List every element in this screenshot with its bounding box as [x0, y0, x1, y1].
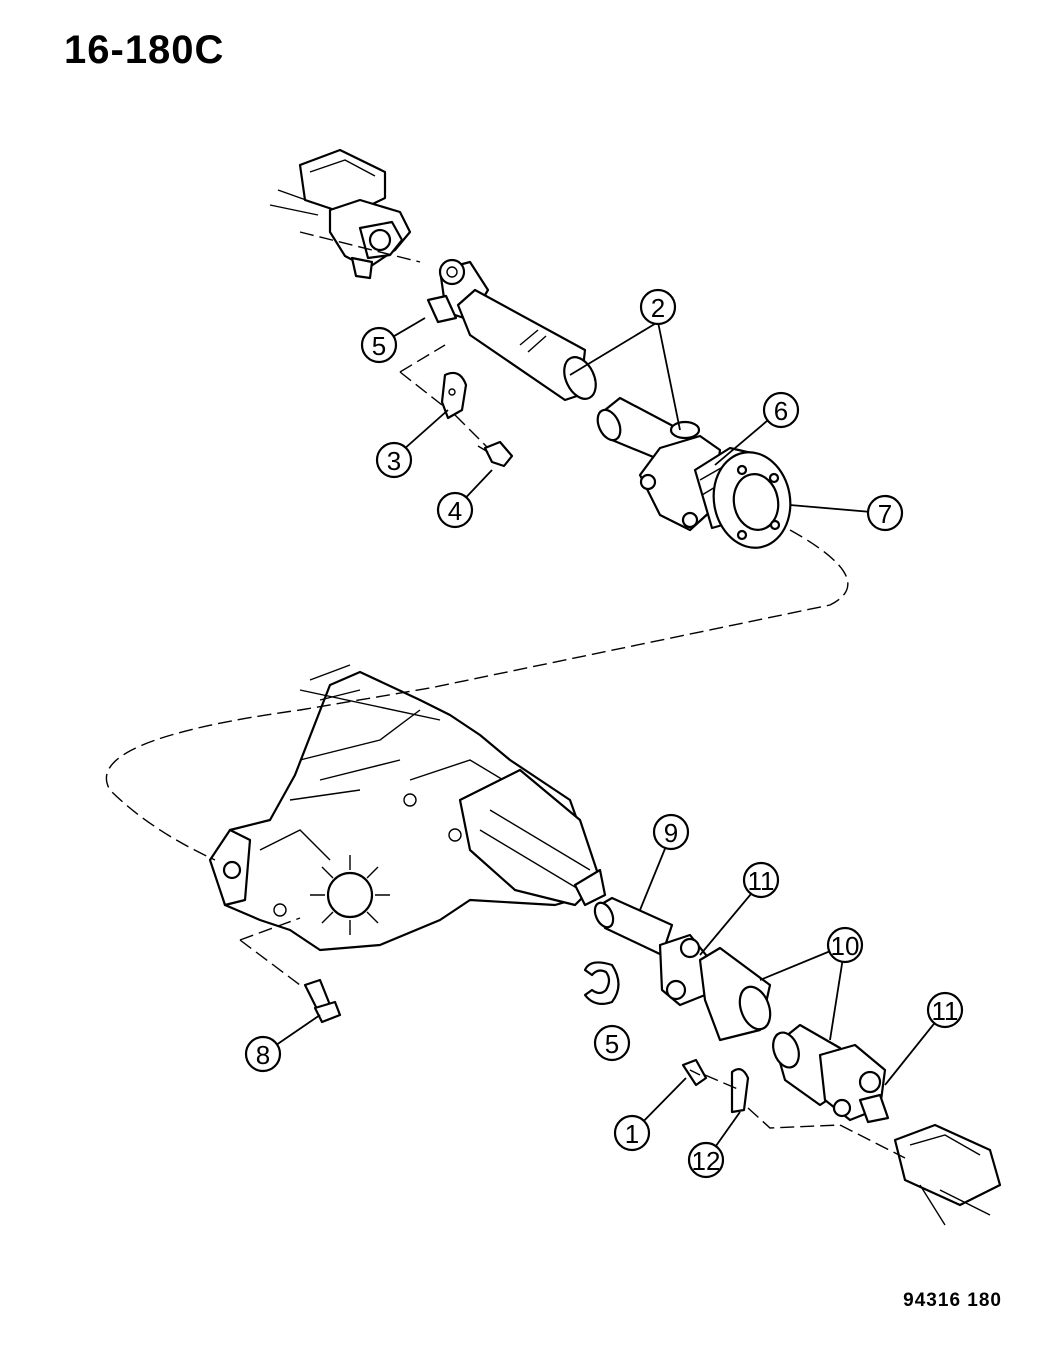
- callout-2: 2: [639, 288, 677, 326]
- callout-9: 9: [652, 813, 690, 851]
- rear-propeller-shaft: [593, 896, 890, 1124]
- upper-strap-and-bolt: [399, 344, 514, 468]
- callout-11-lower: 11: [926, 991, 964, 1029]
- cv-joint-assembly: [638, 420, 792, 549]
- callout-3-label: 3: [387, 446, 401, 476]
- lower-bolt-and-strap: [681, 1058, 841, 1129]
- callout-5-upper-label: 5: [372, 331, 386, 361]
- callout-4-label: 4: [448, 496, 462, 526]
- callout-5-upper: 5: [360, 326, 398, 364]
- callout-4: 4: [436, 491, 474, 529]
- callout-3: 3: [375, 441, 413, 479]
- callout-8-label: 8: [256, 1040, 270, 1070]
- callout-7-label: 7: [878, 499, 892, 529]
- reference-number: 94316 180: [903, 1290, 1002, 1311]
- callout-6: 6: [762, 391, 800, 429]
- callout-12-label: 12: [692, 1146, 721, 1176]
- callout-5-lower: 5: [593, 1024, 631, 1062]
- callout-11-upper-label: 11: [748, 866, 775, 896]
- callout-1: 1: [613, 1114, 651, 1152]
- callout-2-label: 2: [651, 293, 665, 323]
- rear-axle-pinion-yoke: [839, 1123, 1002, 1226]
- callout-11-upper: 11: [742, 861, 780, 899]
- callout-6-label: 6: [774, 396, 788, 426]
- transfer-case: [208, 664, 607, 952]
- callout-11-lower-label: 11: [932, 996, 959, 1026]
- callout-8: 8: [244, 1035, 282, 1073]
- callout-12: 12: [687, 1141, 725, 1179]
- callout-5-lower-label: 5: [605, 1029, 619, 1059]
- assembly-outline: [105, 529, 849, 861]
- callout-7: 7: [866, 494, 904, 532]
- callout-9-label: 9: [664, 818, 678, 848]
- callout-10-label: 10: [831, 931, 860, 961]
- front-axle-pinion-yoke: [269, 148, 421, 280]
- mounting-bolt: [239, 917, 342, 1024]
- callout-1-label: 1: [625, 1119, 639, 1149]
- callout-10: 10: [826, 926, 864, 964]
- diagram-number: 16-180C: [64, 28, 225, 72]
- snap-ring: [583, 961, 620, 1005]
